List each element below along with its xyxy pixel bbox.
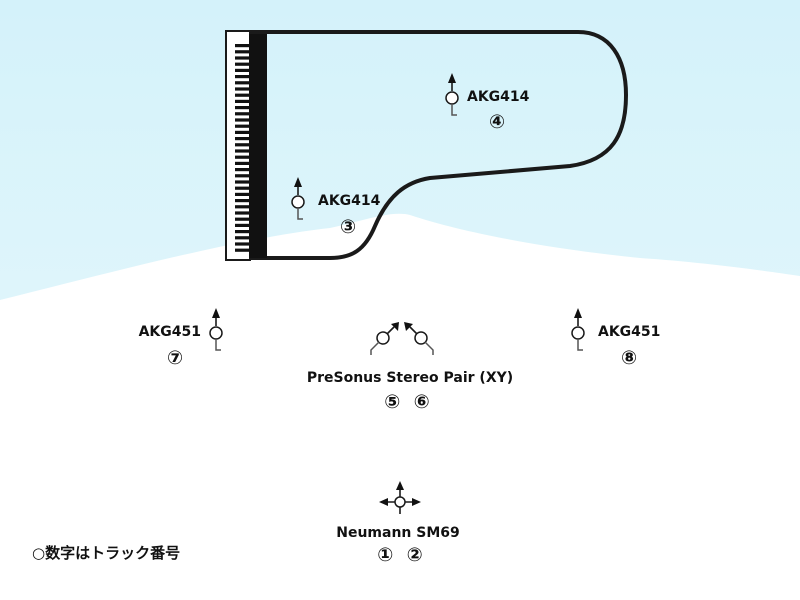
piano-black-key <box>235 62 249 66</box>
piano-black-key <box>235 137 249 141</box>
piano-black-key <box>235 87 249 91</box>
piano-black-key <box>235 192 249 196</box>
grand-piano <box>225 30 628 261</box>
piano-black-key <box>235 50 249 54</box>
piano-black-key <box>235 130 249 134</box>
track-number-sm69: ① ② <box>377 544 422 566</box>
piano-black-key <box>235 230 249 234</box>
mic-icon-sm69 <box>379 481 421 514</box>
track-number-4: ④ <box>489 111 505 133</box>
piano-body-outline <box>226 30 628 260</box>
piano-black-key <box>235 168 249 172</box>
piano-black-key <box>235 180 249 184</box>
piano-keys <box>235 44 249 252</box>
track-number-3: ③ <box>340 216 356 238</box>
piano-keyboard-rail <box>249 34 267 258</box>
piano-black-key <box>235 68 249 72</box>
piano-black-key <box>235 199 249 203</box>
piano-black-key <box>235 93 249 97</box>
mic-label-sm69: Neumann SM69 <box>336 525 460 541</box>
piano-black-key <box>235 106 249 110</box>
piano-black-key <box>235 155 249 159</box>
mic-icon-xy-left <box>370 322 399 355</box>
piano-black-key <box>235 242 249 246</box>
piano-black-key <box>235 118 249 122</box>
piano-black-key <box>235 161 249 165</box>
piano-black-key <box>235 75 249 79</box>
track-number-8: ⑧ <box>621 347 637 369</box>
piano-black-key <box>235 149 249 153</box>
piano-black-key <box>235 174 249 178</box>
piano-black-key <box>235 44 249 48</box>
legend-note: ○数字はトラック番号 <box>32 544 180 562</box>
piano-black-key <box>235 248 249 252</box>
mic-icon-xy-right <box>404 322 434 355</box>
piano-black-key <box>235 124 249 128</box>
piano-black-key <box>235 236 249 240</box>
piano-black-key <box>235 99 249 103</box>
piano-black-key <box>235 143 249 147</box>
mic-label-7: AKG451 <box>139 324 201 340</box>
piano-black-key <box>235 217 249 221</box>
piano-black-key <box>235 223 249 227</box>
track-number-7: ⑦ <box>167 347 183 369</box>
piano-black-key <box>235 112 249 116</box>
piano-black-key <box>235 205 249 209</box>
piano-black-key <box>235 56 249 60</box>
mic-icon-3 <box>291 177 305 220</box>
background-snow-hills <box>0 213 800 600</box>
mic-icon-7 <box>209 308 223 351</box>
mic-label-3: AKG414 <box>318 193 381 209</box>
piano-black-key <box>235 211 249 215</box>
mic-label-xy: PreSonus Stereo Pair (XY) <box>307 370 513 386</box>
piano-black-key <box>235 81 249 85</box>
mic-icon-8 <box>571 308 585 351</box>
microphones <box>209 73 585 514</box>
track-number-xy: ⑤ ⑥ <box>384 391 429 413</box>
mic-icon-4 <box>445 73 459 116</box>
mic-label-4: AKG414 <box>467 89 530 105</box>
mic-label-8: AKG451 <box>598 324 660 340</box>
piano-black-key <box>235 186 249 190</box>
